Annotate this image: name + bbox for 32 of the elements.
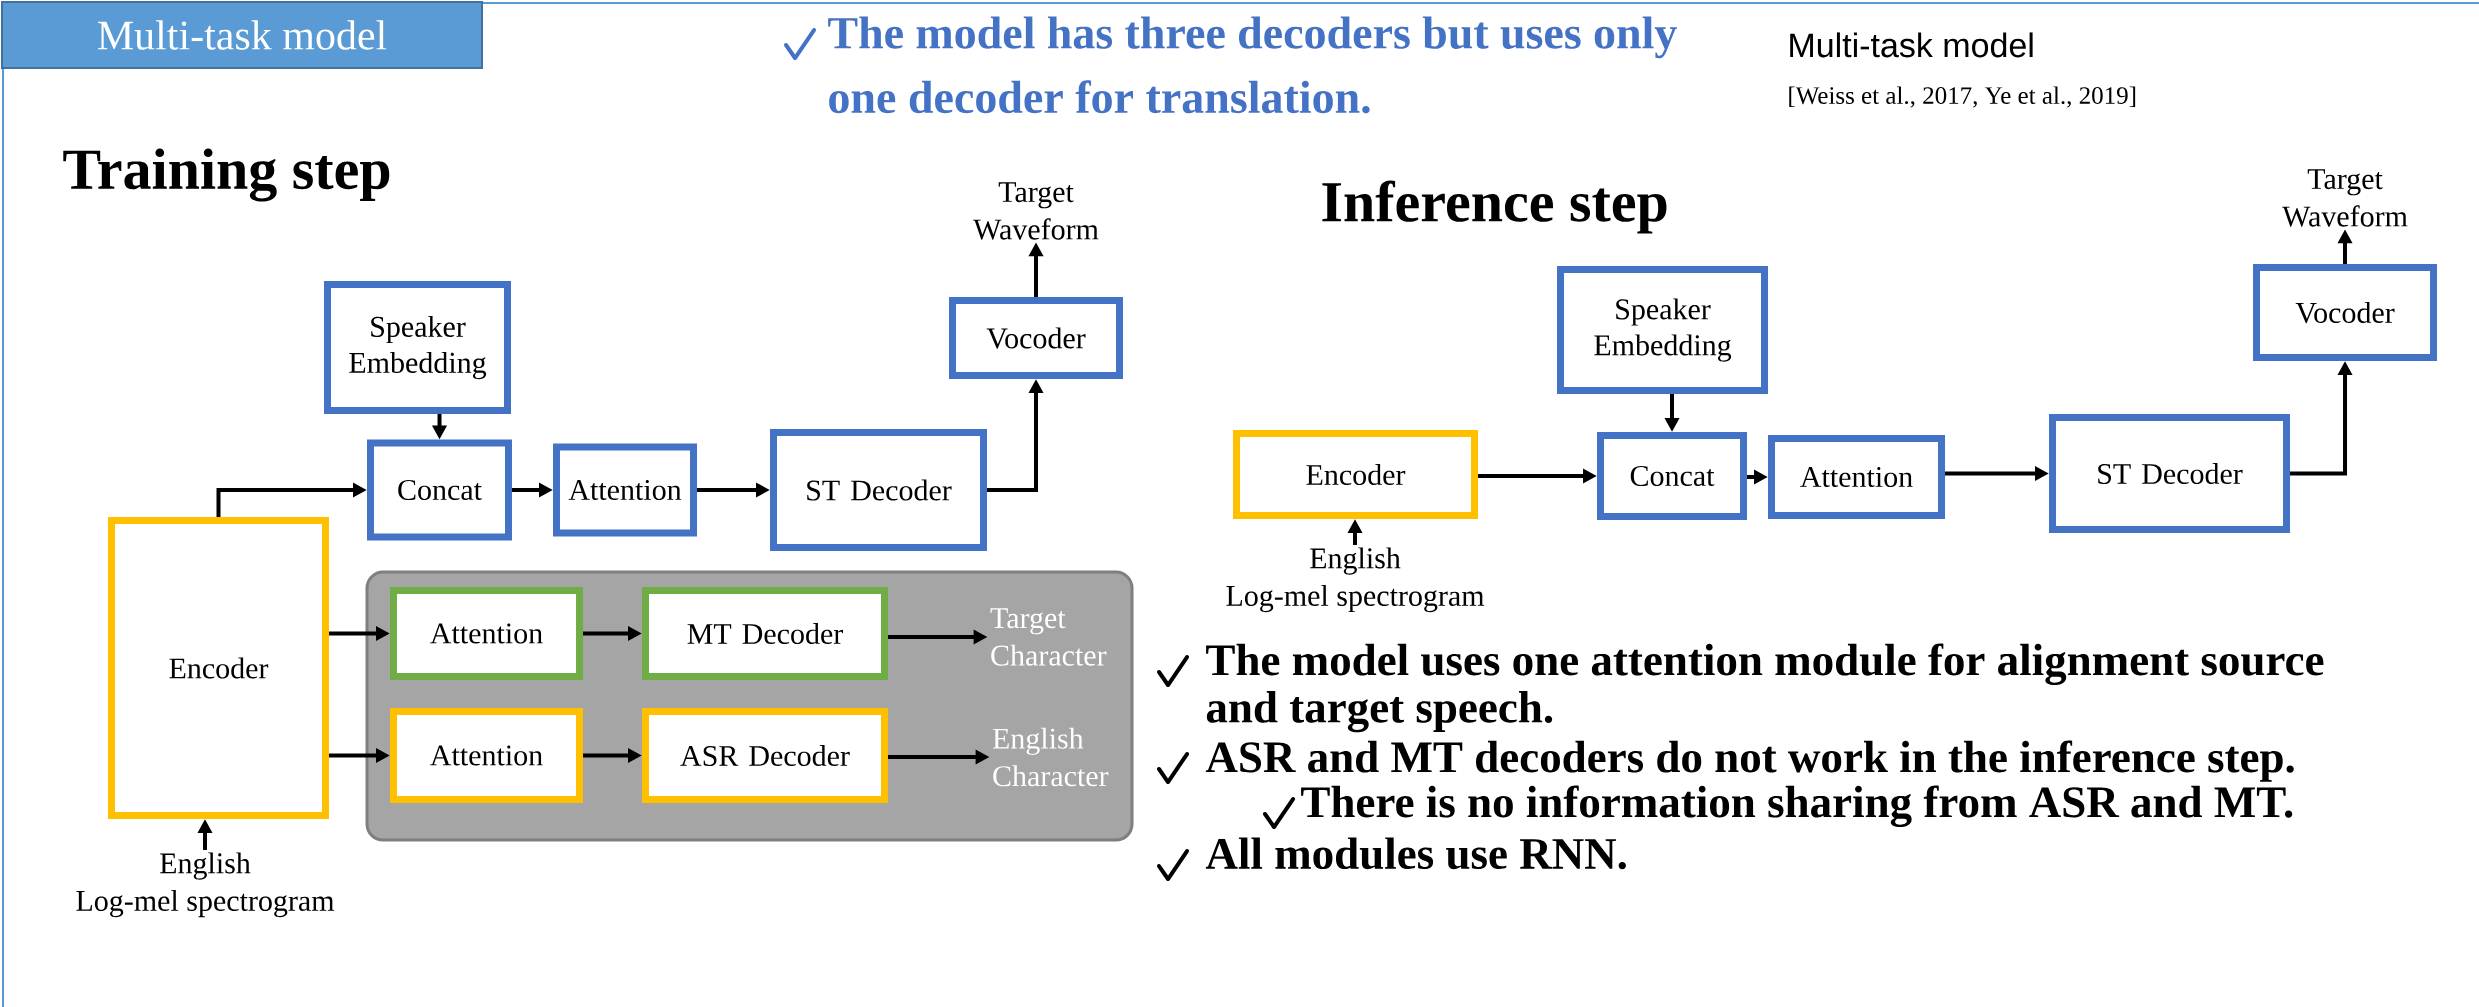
process-box: Speaker Embedding	[324, 281, 511, 414]
label-text: Training step	[63, 148, 390, 202]
process-box: Attention	[390, 708, 583, 803]
io-label: English Log-mel spectrogram	[1226, 547, 1485, 613]
label-text: Inference step	[1322, 180, 1667, 234]
label-text: The model has three decoders but uses only one decoder for translation.	[828, 16, 1677, 114]
label-text: ASR and MT decoders do not work in the inference step.	[1205, 740, 2294, 782]
process-box: MT Decoder	[642, 587, 888, 680]
title-banner: Multi-task model	[1, 1, 483, 69]
process-box: Encoder	[108, 517, 329, 819]
process-box: ASR Decoder	[642, 708, 888, 803]
label-text: Multi-task model	[1790, 32, 2033, 58]
label-text: The model uses one attention module for alignment source and target speech.	[1206, 643, 2324, 733]
process-box: Attention	[390, 587, 583, 680]
process-box: Attention	[553, 443, 697, 537]
io-label: English Log-mel spectrogram	[76, 852, 335, 918]
process-box: Concat	[1597, 432, 1747, 520]
io-label: Target Waveform	[2282, 169, 2408, 227]
process-box: ST Decoder	[770, 429, 987, 551]
process-box: Vocoder	[949, 297, 1123, 379]
process-box: Vocoder	[2253, 264, 2438, 361]
io-label: Target Waveform	[973, 182, 1099, 240]
label-text: All modules use RNN.	[1205, 837, 1626, 870]
process-box: ST Decoder	[2049, 414, 2290, 533]
label-text: [Weiss et al., 2017, Ye et al., 2019]	[1789, 86, 2136, 108]
process-box: Speaker Embedding	[1557, 266, 1768, 394]
process-box: Attention	[1768, 435, 1945, 519]
io-label: Target Character	[990, 608, 1107, 666]
process-box: Encoder	[1233, 430, 1478, 519]
label-text: There is no information sharing from ASR and MT.	[1301, 785, 2293, 828]
process-box: Concat	[367, 439, 512, 541]
io-label: English Character	[992, 727, 1109, 787]
